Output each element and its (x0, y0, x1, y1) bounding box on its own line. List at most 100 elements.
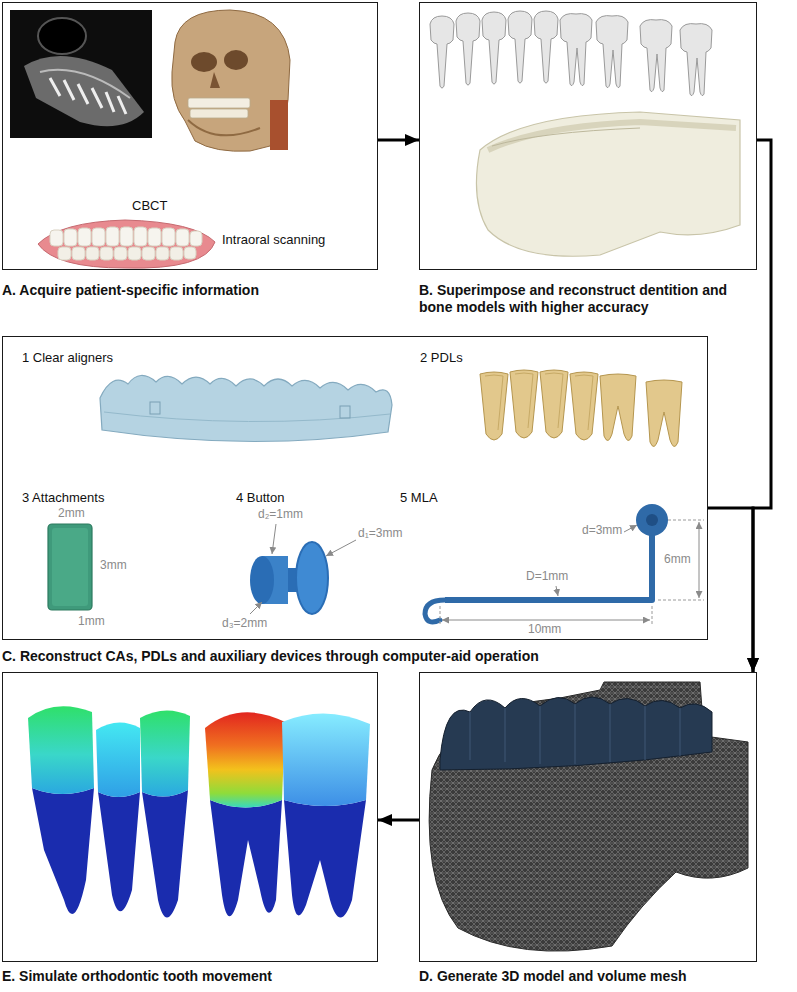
panel: C. Reconstruct CAs, PDLs and auxiliary d… (2, 336, 742, 665)
attachment-block (48, 524, 92, 610)
skull-render-part (190, 109, 248, 118)
dentition-model-part (560, 14, 592, 86)
pdl-shells-part (540, 370, 568, 438)
clear-aligner (100, 375, 392, 441)
intraoral-scan-part (114, 247, 127, 260)
skull-render-part (191, 52, 217, 72)
intraoral-scan-part (92, 228, 105, 246)
button-device-part (326, 540, 356, 556)
panel-caption: D. Generate 3D model and volume mesh (419, 968, 789, 985)
caption-box: B. Superimpose and reconstruct dentition… (419, 282, 764, 316)
panel: B. Superimpose and reconstruct dentition… (419, 2, 764, 316)
skull-render-part (224, 50, 248, 70)
dimension-label: 6mm (664, 552, 691, 567)
mla-wire-part (646, 514, 658, 526)
dentition-model (430, 11, 712, 96)
fea-teeth-part (28, 706, 94, 794)
intraoral-scan-part (78, 228, 91, 246)
panel-caption: B. Superimpose and reconstruct dentition… (419, 282, 764, 316)
dentition-model-part (680, 24, 712, 96)
fea-teeth-part (142, 790, 188, 918)
dimension-label: D=1mm (526, 569, 568, 584)
dentition-model-part (534, 11, 558, 83)
intraoral-scan-part (128, 247, 141, 260)
pdl-shells-part (480, 372, 508, 440)
caption-box: A. Acquire patient-specific information (2, 282, 378, 299)
panel-frame (419, 672, 757, 962)
part-label: CBCT (132, 198, 167, 213)
pdl-shells-part (570, 372, 598, 440)
part-label: 2 PDLs (420, 350, 463, 365)
intraoral-scan-part (176, 229, 189, 246)
intraoral-scan-part (134, 227, 147, 246)
panel-frame (2, 336, 708, 640)
mla-wire-part (440, 520, 704, 626)
fea-teeth-part (32, 788, 94, 914)
mandible-model-part (476, 112, 740, 256)
intraoral-scan-part (106, 227, 119, 246)
mla-wire-part (636, 504, 668, 536)
fea-teeth-part (205, 712, 285, 807)
cbct-slice-part (38, 18, 86, 54)
fea-teeth-part (140, 710, 190, 796)
intraoral-scan-part (156, 247, 169, 260)
dimension-label: 1mm (78, 614, 105, 629)
intraoral-scan-part (190, 231, 202, 246)
fea-teeth (28, 706, 370, 917)
mla-wire-part (442, 620, 650, 621)
skull-render-part (210, 72, 220, 88)
fea-teeth-part (282, 713, 370, 806)
dentition-model-part (508, 11, 532, 83)
intraoral-scan-part (86, 247, 99, 260)
intraoral-scan-part (142, 247, 155, 260)
skull-render-part (172, 10, 290, 151)
button-device-part (272, 524, 276, 554)
volume-mesh-part (429, 682, 748, 951)
intraoral-scan-part (162, 228, 175, 246)
panel-frame (419, 2, 757, 270)
dimension-label: d₂=1mm (258, 507, 303, 522)
volume-mesh-part (440, 697, 712, 770)
fea-teeth-part (98, 792, 140, 911)
mla-wire-part (445, 526, 652, 600)
caption-box: C. Reconstruct CAs, PDLs and auxiliary d… (2, 648, 742, 665)
mandible-model (476, 112, 740, 256)
panel-caption: A. Acquire patient-specific information (2, 282, 378, 299)
intraoral-scan-part (58, 247, 71, 260)
intraoral-scan-part (170, 247, 183, 260)
cbct-slice-part (24, 56, 144, 126)
dentition-model-part (430, 16, 454, 88)
button-device-part (296, 542, 328, 614)
mla-wire (425, 504, 704, 626)
connector-arrow (378, 819, 419, 822)
volume-mesh-part (470, 704, 680, 764)
fea-teeth-part (210, 800, 282, 916)
pdl-shells-part (510, 370, 538, 438)
dimension-label: d₁=3mm (358, 526, 402, 541)
cbct-slice-part (40, 70, 130, 98)
skull-render-part (188, 98, 250, 108)
dentition-model-part (482, 12, 506, 84)
panel-caption: C. Reconstruct CAs, PDLs and auxiliary d… (2, 648, 742, 665)
connector-arrow (753, 140, 771, 672)
button-device (250, 524, 356, 614)
mla-wire-part (699, 522, 700, 598)
fea-teeth-part (284, 800, 366, 918)
attachment-block-part (48, 524, 92, 610)
panel: A. Acquire patient-specific information (2, 2, 378, 299)
button-device-part (250, 556, 274, 604)
volume-mesh (429, 682, 748, 951)
connector-arrow (708, 508, 753, 672)
intraoral-scan-part (38, 220, 215, 268)
clear-aligner-part (340, 406, 350, 418)
part-label: 3 Attachments (22, 490, 104, 505)
mandible-model-part (492, 128, 640, 146)
intraoral-scan-part (100, 247, 113, 260)
intraoral-scan-part (50, 230, 63, 246)
intraoral-scan-part (72, 247, 85, 260)
part-label: Intraoral scanning (222, 232, 325, 247)
fea-teeth-part (96, 722, 140, 797)
intraoral-scan-part (148, 228, 161, 246)
